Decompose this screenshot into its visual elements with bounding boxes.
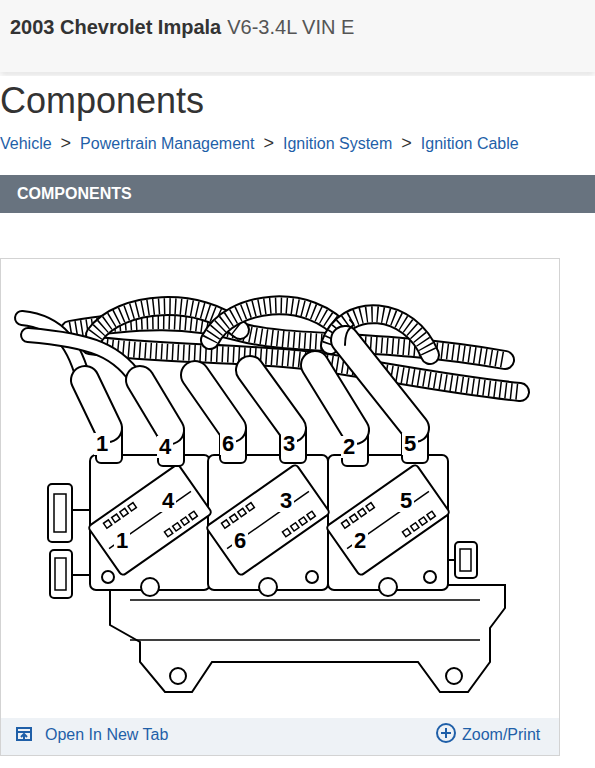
vehicle-name: 2003 Chevrolet Impala (10, 16, 221, 38)
plug-boot (315, 365, 355, 430)
coil-winding (103, 520, 111, 528)
breadcrumb-link: Ignition Cable (421, 135, 519, 152)
coil-winding (282, 528, 290, 536)
breadcrumb-separator: > (61, 133, 72, 153)
cylinder-number: 3 (281, 433, 297, 455)
coil-winding (402, 528, 410, 536)
coil-number: 6 (232, 530, 248, 552)
coil-winding (181, 517, 189, 525)
illustration-part (55, 558, 66, 590)
plug-boot (85, 380, 108, 428)
illustration-part (1, 259, 560, 756)
coil-winding (230, 514, 238, 522)
illustration-part (102, 571, 114, 583)
plug-boot (195, 375, 232, 428)
coil-winding (238, 508, 246, 516)
cylinder-number: 5 (402, 433, 418, 455)
illustration-part (88, 464, 213, 576)
coil-winding (173, 523, 181, 531)
section-heading: COMPONENTS (17, 185, 132, 203)
illustration-part (437, 724, 455, 742)
coil-winding (112, 514, 120, 522)
illustration-part (50, 550, 72, 598)
illustration-part (460, 549, 471, 571)
coil-winding (307, 511, 315, 519)
illustration-part (54, 494, 66, 532)
breadcrumb-separator: > (401, 133, 412, 153)
illustration-part (17, 728, 31, 740)
illustration-part (102, 571, 436, 596)
illustration-part (48, 484, 72, 542)
coil-winding (128, 503, 136, 511)
illustration-part (1, 718, 559, 755)
coil-winding (411, 523, 419, 531)
illustration-part (88, 464, 451, 576)
breadcrumb: Vehicle > Powertrain Management > Ignition S… (0, 133, 519, 154)
coil-winding (299, 517, 307, 525)
illustration-part (21, 734, 27, 740)
plug-boot (195, 375, 232, 428)
cable-end (345, 320, 353, 345)
breadcrumb-link: Ignition System (283, 135, 392, 152)
illustration-part (379, 578, 397, 596)
zoom-link: Zoom/Print (462, 726, 540, 744)
plug-boot (345, 340, 415, 428)
plug-boot (140, 380, 170, 430)
coil-winding (246, 503, 254, 511)
illustration-part (130, 600, 480, 640)
plug-boot (345, 340, 415, 428)
vehicle-header: 2003 Chevrolet Impala V6-3.4L VIN E (10, 16, 354, 39)
coil-winding (427, 511, 435, 519)
cylinder-number: 1 (94, 433, 110, 455)
coil-number: 3 (278, 490, 294, 512)
illustration-part (0, 0, 595, 72)
coil-number: 5 (398, 490, 414, 512)
coil-winding (366, 503, 374, 511)
coil-winding (189, 511, 197, 519)
illustration-part (141, 578, 159, 596)
illustration-part (85, 320, 415, 430)
plug-boot (85, 380, 108, 428)
cylinder-number: 6 (220, 433, 236, 455)
illustration-part (110, 585, 505, 692)
illustration-part (306, 571, 318, 583)
coil-winding (120, 508, 128, 516)
cylinder-number: 2 (341, 436, 357, 458)
illustration-part (206, 464, 331, 576)
illustration-part (455, 542, 477, 578)
illustration-part (103, 491, 435, 548)
coil-winding (419, 517, 427, 525)
illustration-part (0, 175, 595, 213)
page-title: Components (0, 80, 204, 122)
breadcrumb-link: Powertrain Management (80, 135, 254, 152)
coil-number: 2 (352, 530, 368, 552)
illustration-part (259, 578, 277, 596)
cylinder-number: 4 (157, 436, 173, 458)
coil-number: 1 (114, 530, 130, 552)
illustration-part (85, 320, 415, 430)
coil-winding (291, 523, 299, 531)
coil-winding (341, 520, 349, 528)
coil-number: 4 (160, 490, 176, 512)
illustration-part (96, 425, 428, 466)
coil-winding (221, 520, 229, 528)
plug-boot (140, 380, 170, 430)
breadcrumb-separator: > (263, 133, 274, 153)
open-link: Open In New Tab (45, 726, 168, 744)
plug-boot (315, 365, 355, 430)
illustration-part (326, 464, 451, 576)
engine-code: V6-3.4L VIN E (227, 16, 354, 38)
illustration-part (446, 668, 462, 684)
coil-winding (358, 508, 366, 516)
coil-winding (350, 514, 358, 522)
coil-winding (164, 528, 172, 536)
breadcrumb-link: Vehicle (0, 135, 52, 152)
plug-boot (250, 370, 292, 428)
illustration-part (424, 571, 436, 583)
illustration-part (170, 668, 186, 684)
plug-boot (250, 370, 292, 428)
illustration-part (441, 728, 451, 738)
